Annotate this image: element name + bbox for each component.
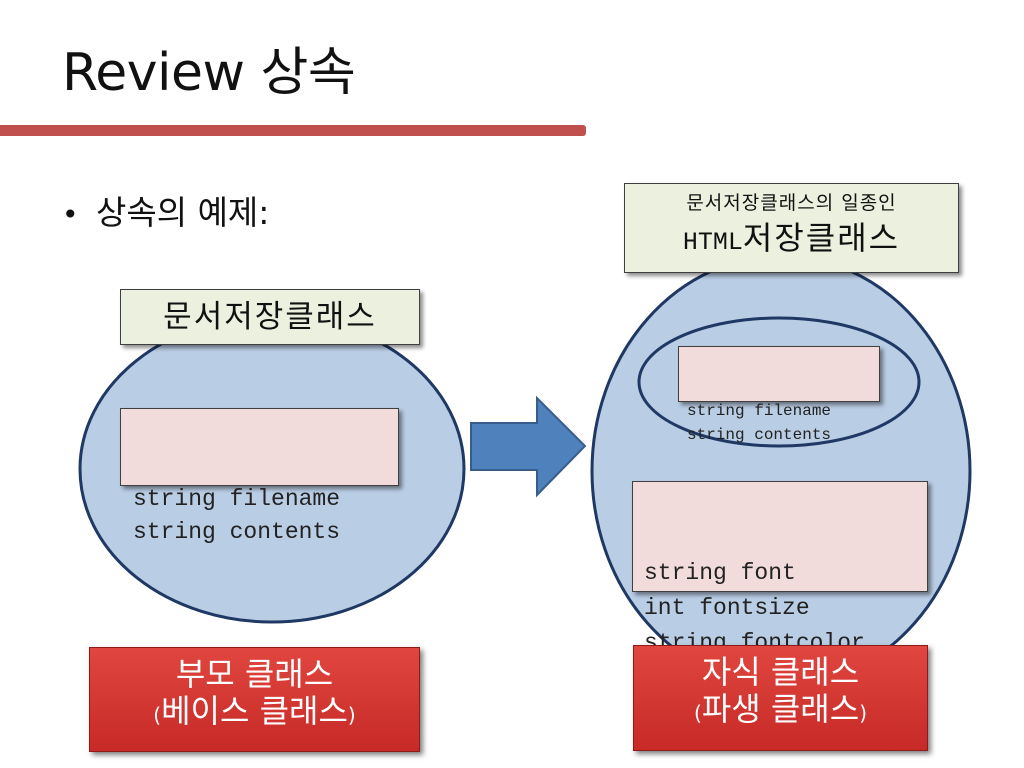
child-caption-title: 자식 클래스 — [701, 653, 860, 691]
field-font: string font — [644, 560, 796, 586]
child-class-name: HTML저장클래스 — [682, 219, 901, 257]
child-caption-subtitle: (파생 클래스) — [694, 690, 867, 728]
right-arrow-icon — [470, 395, 587, 498]
slide-title: Review 상속 — [62, 43, 356, 103]
field-contents: string contents — [133, 519, 341, 545]
parent-class-name: 문서저장클래스 — [163, 299, 377, 335]
bullet-dot-icon: • — [62, 198, 79, 231]
field-filename: string filename — [133, 486, 341, 512]
field-fontsize: int fontsize — [644, 595, 810, 621]
parent-caption-subtitle: (베이스 클래스) — [153, 692, 356, 730]
bullet-item: • 상속의 예제: — [62, 186, 269, 234]
parent-caption-title: 부모 클래스 — [175, 655, 334, 693]
inherited-field-contents: string contents — [687, 426, 832, 444]
bullet-text: 상속의 예제: — [96, 193, 270, 232]
parent-class-label: 문서저장클래스 — [120, 289, 420, 345]
inherited-field-filename: string filename — [687, 402, 832, 420]
title-underline — [0, 125, 586, 136]
inherited-fields-box: string filename string contents — [678, 346, 880, 444]
child-class-label: 문서저장클래스의 일종인 HTML저장클래스 — [624, 183, 959, 273]
child-caption: 자식 클래스 (파생 클래스) — [633, 645, 928, 751]
parent-caption: 부모 클래스 (베이스 클래스) — [89, 647, 420, 752]
parent-fields-box: string filename string contents — [120, 408, 399, 545]
child-class-description: 문서저장클래스의 일종인 — [686, 192, 897, 214]
